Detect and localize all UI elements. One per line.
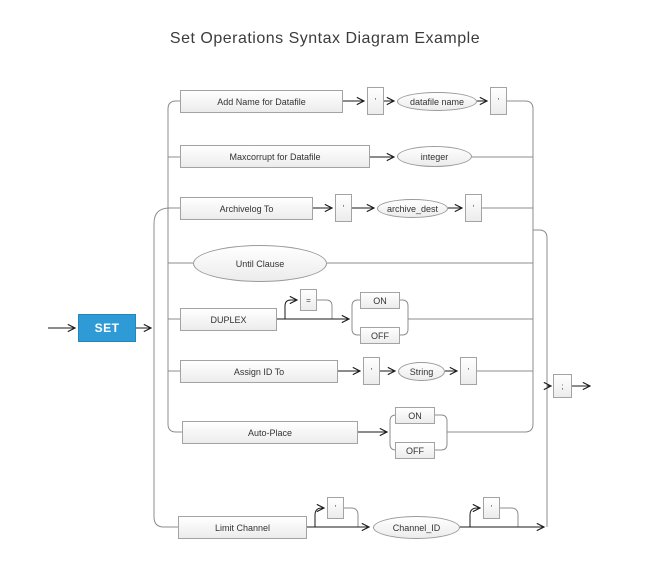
node-assign-id-to: Assign ID To <box>180 360 338 383</box>
node-integer: integer <box>397 146 472 167</box>
node-duplex-off: OFF <box>360 327 400 344</box>
diagram-title: Set Operations Syntax Diagram Example <box>169 30 481 47</box>
node-equals-sign: = <box>300 289 317 311</box>
node-quote-close-archive-dest: ' <box>465 194 482 222</box>
routing-lines <box>153 100 548 528</box>
node-maxcorrupt-for-datafile: Maxcorrupt for Datafile <box>180 145 370 168</box>
node-auto-place-off: OFF <box>395 442 435 459</box>
node-archive-dest: archive_dest <box>377 199 448 218</box>
start-node-set: SET <box>78 314 136 342</box>
node-quote-close-channel-id: ' <box>483 497 500 519</box>
arrow-lines <box>48 101 590 527</box>
node-channel-id: Channel_ID <box>373 516 460 539</box>
node-add-name-for-datafile: Add Name for Datafile <box>180 90 343 113</box>
node-auto-place-on: ON <box>395 407 435 424</box>
node-quote-open-datafile-name: ' <box>367 87 384 115</box>
node-string: String <box>398 362 445 381</box>
terminator-semicolon: ; <box>553 374 572 398</box>
node-auto-place: Auto-Place <box>182 421 358 444</box>
node-duplex-on: ON <box>360 292 400 309</box>
node-duplex: DUPLEX <box>180 308 277 331</box>
node-quote-open-channel-id: ' <box>327 497 344 519</box>
node-limit-channel: Limit Channel <box>178 516 307 539</box>
node-archivelog-to: Archivelog To <box>180 197 313 220</box>
node-quote-open-string: ' <box>363 357 380 385</box>
node-quote-close-datafile-name: ' <box>490 87 507 115</box>
node-quote-close-string: ' <box>460 357 477 385</box>
node-until-clause: Until Clause <box>193 245 327 282</box>
node-quote-open-archive-dest: ' <box>335 194 352 222</box>
node-datafile-name: datafile name <box>397 92 477 111</box>
